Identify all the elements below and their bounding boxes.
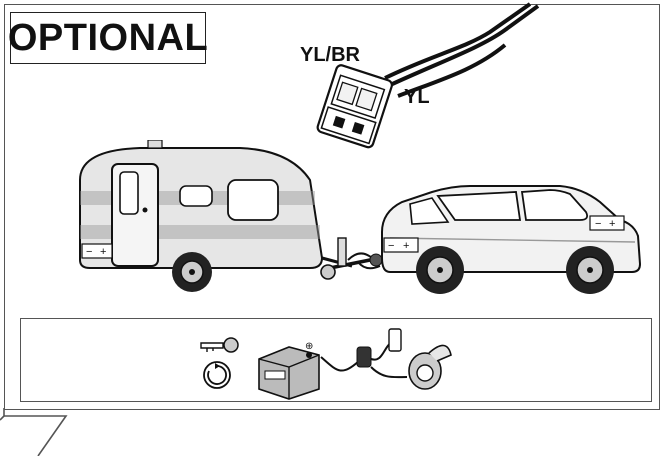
tow-hitch-icon xyxy=(321,238,382,279)
optional-label: OPTIONAL xyxy=(8,17,208,60)
suv-rear-wheel-icon xyxy=(416,246,464,294)
svg-text:⊕: ⊕ xyxy=(305,341,313,352)
wire-label-yl: YL xyxy=(404,86,430,109)
car-battery-icon: ⊕ xyxy=(259,341,319,399)
optional-badge: OPTIONAL xyxy=(10,12,206,64)
wire-label-ylbr: YL/BR xyxy=(300,44,360,67)
fuse-plug-icon xyxy=(321,329,407,377)
key-icon xyxy=(201,338,238,352)
towing-scene: − + − + xyxy=(60,140,660,300)
caravan-battery-minus: − xyxy=(86,246,92,258)
instruction-panel: ⊕ xyxy=(20,318,652,402)
tow-socket-icon xyxy=(409,345,451,389)
suv-front-wheel-icon xyxy=(566,246,614,294)
page-corner-fold xyxy=(0,408,80,456)
caravan-wheel-icon xyxy=(172,252,212,292)
suv-rear-battery-plus: + xyxy=(403,240,409,252)
caravan-icon: − + xyxy=(80,140,352,292)
caravan-battery-plus: + xyxy=(100,246,106,258)
connector-plug-icon xyxy=(316,64,393,148)
rotate-icon xyxy=(204,362,230,388)
suv-front-battery-plus: + xyxy=(609,218,615,230)
suv-icon: − + − + xyxy=(382,186,640,294)
suv-rear-battery-minus: − xyxy=(388,240,394,252)
suv-front-battery-minus: − xyxy=(595,218,601,230)
instruction-icons: ⊕ xyxy=(21,319,651,401)
